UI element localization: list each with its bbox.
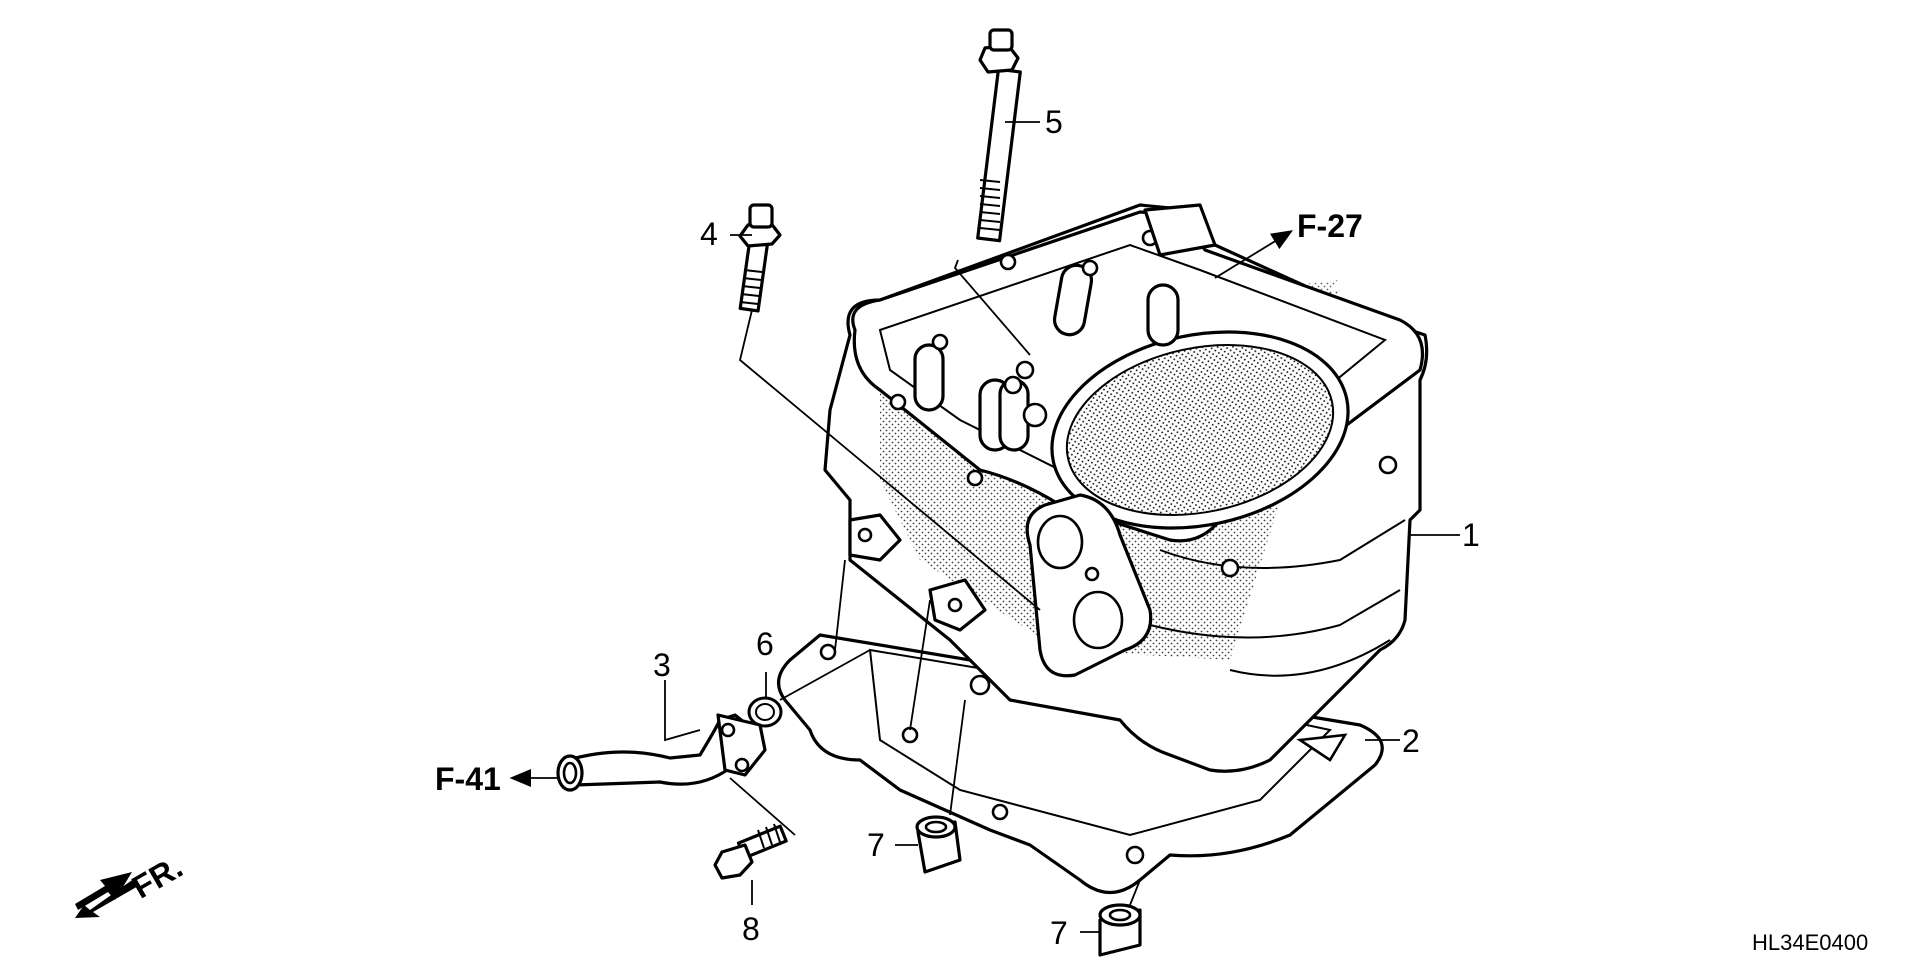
flange-bolt-short xyxy=(738,203,782,313)
dowel-pin-lower xyxy=(1098,903,1142,957)
callout-2: 2 xyxy=(1402,723,1420,759)
reference-label-upper: F-27 xyxy=(1297,208,1363,244)
reference-arrow-upper xyxy=(1214,230,1294,279)
stud-bolt-long xyxy=(976,28,1022,243)
water-pipe xyxy=(556,713,767,792)
callout-4: 4 xyxy=(700,216,718,252)
o-ring xyxy=(747,696,783,728)
cylinder-block xyxy=(823,203,1429,773)
callout-6: 6 xyxy=(756,626,774,662)
drawing-code: HL34E0400 xyxy=(1752,930,1868,955)
reference-label-left: F-41 xyxy=(435,761,501,797)
callout-7-lower: 7 xyxy=(1050,915,1068,951)
callout-8: 8 xyxy=(742,911,760,947)
front-direction-label: FR. xyxy=(126,849,189,906)
callout-3: 3 xyxy=(653,647,671,683)
callout-5: 5 xyxy=(1045,104,1063,140)
pipe-bolt xyxy=(713,823,788,880)
callout-7-upper: 7 xyxy=(867,827,885,863)
leader-lines xyxy=(664,121,1460,933)
dowel-pin-upper xyxy=(915,815,962,874)
callout-1: 1 xyxy=(1462,517,1480,553)
front-direction-arrow-icon xyxy=(75,872,140,918)
